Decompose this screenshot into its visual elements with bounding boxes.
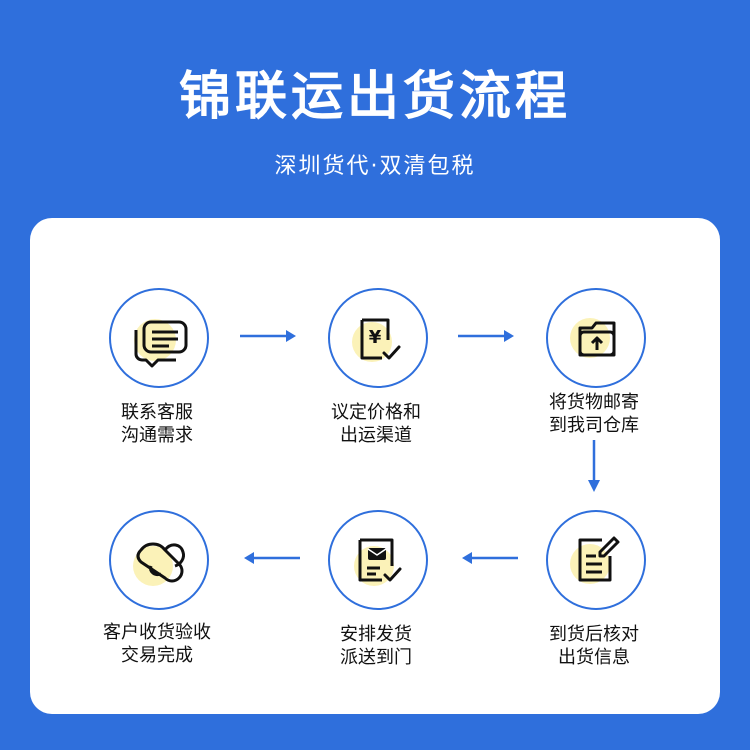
step-5-label: 安排发货 派送到门	[340, 624, 412, 668]
step-6-circle	[109, 510, 209, 610]
page-subtitle: 深圳货代·双清包税	[274, 154, 476, 179]
step-2-circle: ¥	[328, 288, 428, 388]
step-6-label: 客户收货验收 交易完成	[103, 622, 211, 666]
step-1-label: 联系客服 沟通需求	[121, 402, 193, 446]
svg-text:¥: ¥	[369, 327, 382, 348]
shipping-document-icon	[354, 538, 402, 586]
arrow-left-icon	[462, 552, 518, 564]
chat-icon	[134, 319, 188, 368]
arrow-right-icon	[240, 330, 296, 342]
price-document-icon: ¥	[352, 318, 401, 362]
handshake-icon	[133, 542, 185, 586]
checklist-edit-icon	[570, 536, 620, 584]
package-upload-icon	[570, 318, 616, 358]
step-1-circle	[109, 288, 209, 388]
arrow-down-icon	[588, 440, 600, 492]
step-3-circle	[546, 288, 646, 388]
step-4-circle	[546, 510, 646, 610]
arrow-right-icon	[458, 330, 514, 342]
arrow-left-icon	[244, 552, 300, 564]
step-5-circle	[328, 510, 428, 610]
process-card: 联系客服 沟通需求 ¥ 议定价格和 出运渠道 将货物邮寄 到我司仓库	[30, 218, 720, 714]
step-2-label: 议定价格和 出运渠道	[331, 402, 421, 446]
step-4-label: 到货后核对 出货信息	[549, 624, 639, 668]
step-3-label: 将货物邮寄 到我司仓库	[549, 392, 639, 436]
page-title: 锦联运出货流程	[178, 67, 571, 127]
